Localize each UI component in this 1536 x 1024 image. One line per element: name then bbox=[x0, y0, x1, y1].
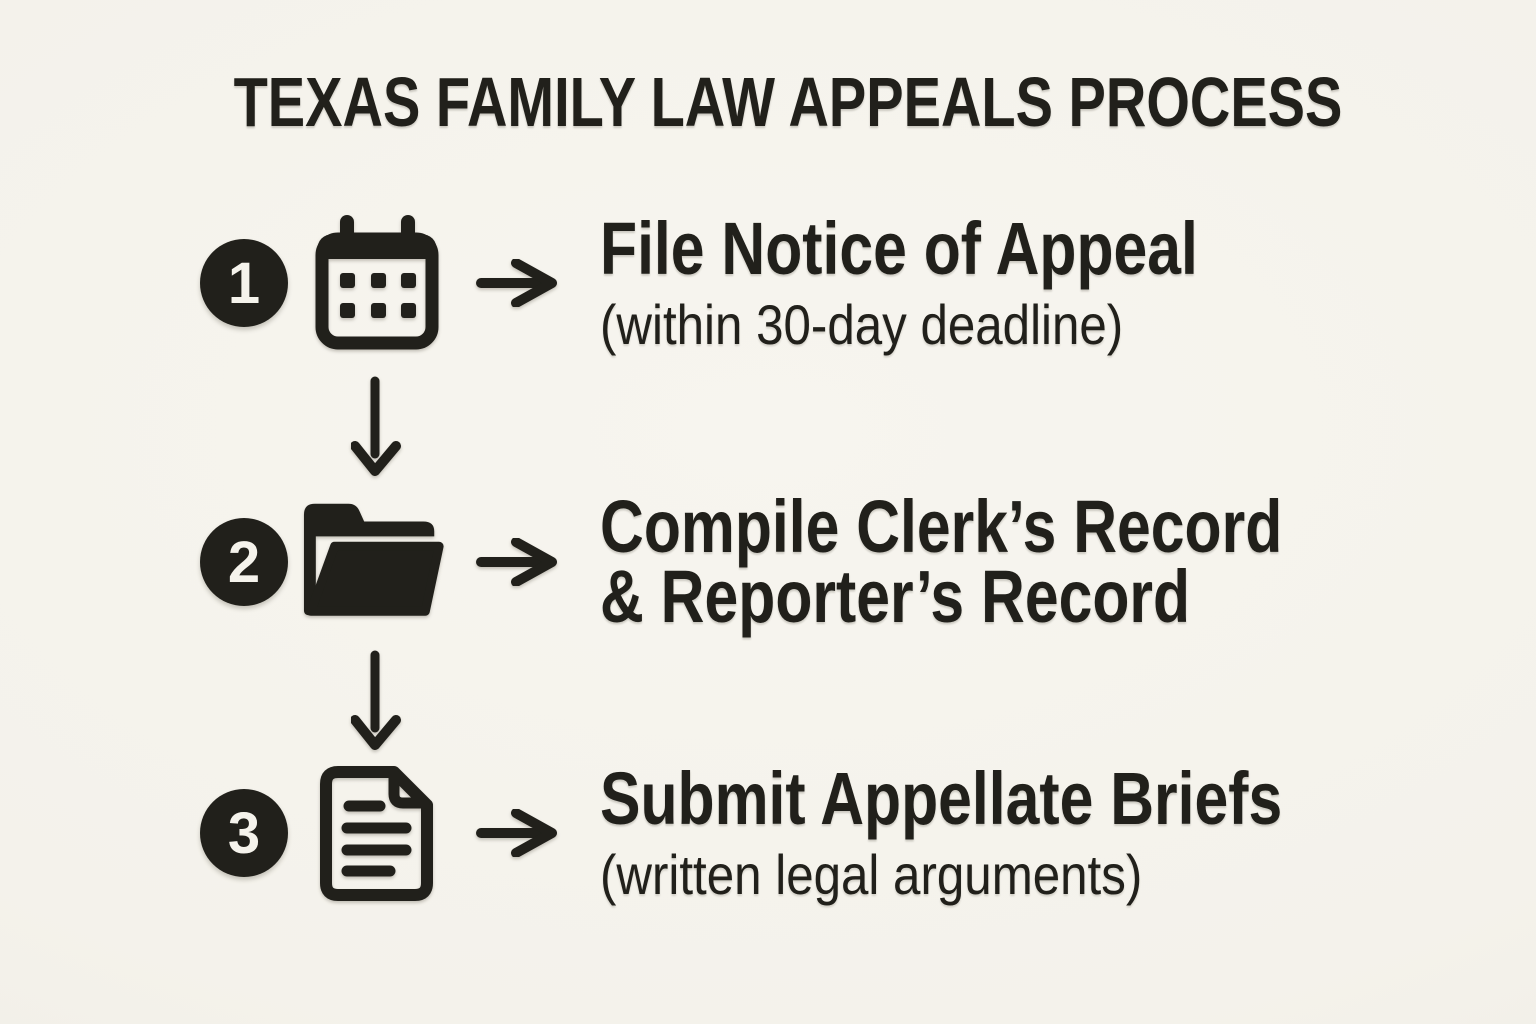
step-heading: Compile Clerk’s Record & Reporter’s Reco… bbox=[600, 485, 1283, 638]
right-arrow-icon bbox=[476, 809, 558, 857]
step-row-2: 2 Compile Clerk’s Record & Reporter’s Re… bbox=[0, 482, 1536, 642]
step-heading: File Notice of Appeal bbox=[600, 206, 1198, 290]
down-arrow-icon bbox=[350, 376, 401, 478]
step-number-badge: 3 bbox=[200, 789, 288, 877]
page-title: TEXAS FAMILY LAW APPEALS PROCESS bbox=[233, 63, 1343, 141]
right-arrow-icon bbox=[476, 538, 558, 586]
step-number-badge: 1 bbox=[200, 239, 288, 327]
step-text: Compile Clerk’s Record & Reporter’s Reco… bbox=[600, 485, 1432, 638]
step-row-3: 3 Submit Appellate Briefs (written legal… bbox=[0, 753, 1536, 913]
step-number-badge: 2 bbox=[200, 518, 288, 606]
step-subheading: (written legal arguments) bbox=[600, 842, 1143, 906]
step-row-1: 1 File Notice of Appeal (within 30-day d… bbox=[0, 203, 1536, 363]
calendar-icon bbox=[302, 215, 452, 351]
document-icon bbox=[302, 759, 452, 907]
step-subheading: (within 30-day deadline) bbox=[600, 292, 1124, 356]
right-arrow-icon bbox=[476, 259, 558, 307]
step-text: File Notice of Appeal (within 30-day dea… bbox=[600, 206, 1329, 356]
step-text: Submit Appellate Briefs (written legal a… bbox=[600, 756, 1432, 906]
step-heading: Submit Appellate Briefs bbox=[600, 756, 1283, 840]
page-title-row: TEXAS FAMILY LAW APPEALS PROCESS bbox=[0, 66, 1536, 138]
folder-open-icon bbox=[302, 501, 452, 623]
down-arrow-icon bbox=[350, 650, 401, 752]
